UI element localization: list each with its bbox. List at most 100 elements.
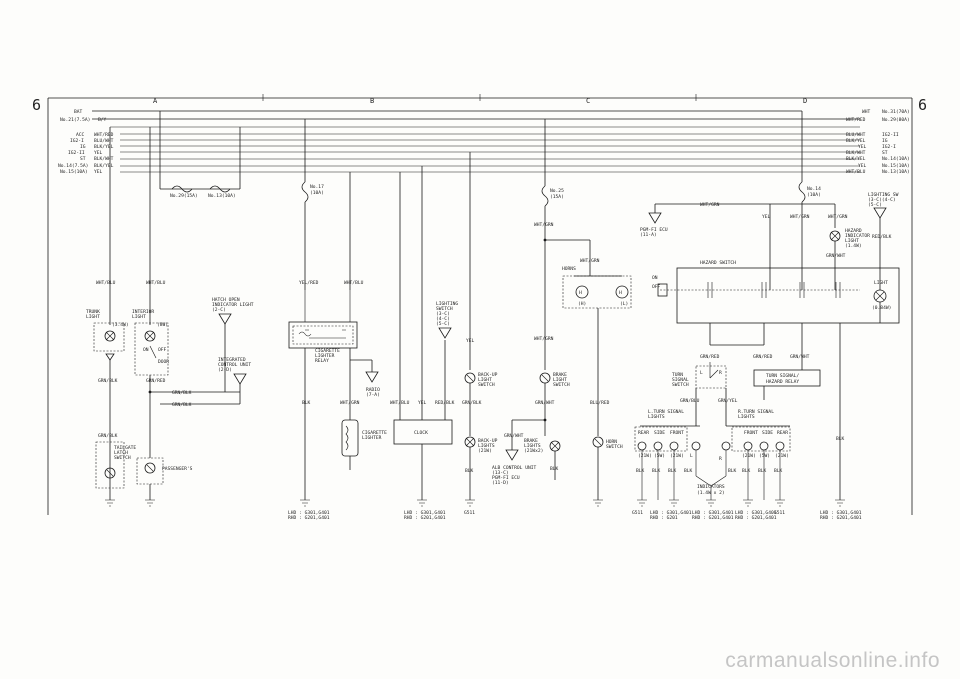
clock-box bbox=[393, 419, 453, 445]
indicators-label: INDICATORS bbox=[697, 484, 725, 490]
d-wire-grnwht: GRN/WHT bbox=[826, 253, 846, 259]
label-wire-by: B/Y bbox=[98, 117, 107, 123]
turn-signal-sw-label-2: SIGNAL bbox=[672, 377, 689, 383]
indicator-right-bulb-icon bbox=[721, 441, 731, 451]
section-c-circuits: YEL BACK-UP LIGHT SWITCH GRN/BLK BACK-UP… bbox=[462, 152, 632, 516]
section-label-a: A bbox=[153, 97, 158, 105]
right-wire-7: YEL bbox=[858, 163, 867, 169]
hazard-ind-label-3: LIGHT bbox=[845, 238, 859, 244]
label-acc-wire: WHT/RED bbox=[94, 132, 114, 138]
ground-icon bbox=[669, 499, 679, 507]
label-no15-wire: YEL bbox=[94, 169, 103, 175]
d-wire-grnred-1: GRN/RED bbox=[700, 354, 720, 360]
b-ground-lhd-1: LHD : G301,G401 bbox=[288, 510, 330, 516]
trunk-light-watt: (3.4W) bbox=[112, 322, 129, 328]
lturn-front: FRONT bbox=[670, 430, 684, 436]
pgm-ecu-label: PGM-FI ECU bbox=[492, 475, 520, 481]
d-wire-grnred-2: GRN/RED bbox=[753, 354, 773, 360]
indicator-r-label: R bbox=[719, 456, 722, 462]
c-wire-grnwht: GRN/WHT bbox=[535, 400, 555, 406]
lturn-side-watt: (5W) bbox=[654, 453, 665, 459]
ground-icon bbox=[775, 499, 785, 507]
cig-relay-label-2: LIGHTER bbox=[315, 353, 335, 359]
turn-hazard-relay-box bbox=[753, 369, 821, 387]
backup-lights-label-2: LIGHTS bbox=[478, 443, 495, 449]
label-st-wire: BLK/WHT bbox=[94, 156, 114, 162]
page-number-left: 6 bbox=[32, 96, 41, 114]
d-ground-lhd-c: LHD : G301,G401 bbox=[735, 510, 777, 516]
d-blk-3: BLK bbox=[668, 468, 677, 474]
d-wire-whtgrn: WHT/GRN bbox=[700, 202, 720, 208]
d-wire-yel: YEL bbox=[762, 214, 771, 220]
d-ground-g511-b: G511 bbox=[774, 510, 785, 516]
fuse-25-rating: (15A) bbox=[550, 194, 564, 200]
d-blk-1: BLK bbox=[636, 468, 645, 474]
label-no14-wire: BLK/YEL bbox=[94, 163, 114, 169]
turn-signal-sw-label-3: SWITCH bbox=[672, 382, 689, 388]
rturn-front: FRONT bbox=[744, 430, 758, 436]
interior-bulb-icon bbox=[144, 330, 156, 342]
right-dest-7: No.15(10A) bbox=[882, 163, 910, 169]
ground-icon bbox=[300, 499, 310, 507]
b-wire-whtgrn: WHT/GRN bbox=[340, 400, 360, 406]
radio-ref: (7-A) bbox=[366, 392, 380, 398]
backup-lights-watt: (21W) bbox=[478, 448, 492, 454]
pgmfi-ref: (11-A) bbox=[640, 232, 657, 238]
right-wire-6: BLK/YEL bbox=[846, 156, 866, 162]
passenger-label: PASSENGER'S bbox=[162, 466, 193, 472]
c-wire-grnblk: GRN/BLK bbox=[462, 400, 482, 406]
fuse-29-label: No.29(15A) bbox=[170, 193, 198, 199]
right-dest-5: ST bbox=[882, 150, 888, 156]
rturn-rear-bulb-icon bbox=[775, 441, 785, 451]
interior-switch-icon bbox=[149, 345, 157, 359]
watermark: carmanualsonline.info bbox=[725, 649, 940, 672]
b-wire-blk: BLK bbox=[302, 400, 311, 406]
alb-ref-triangle-icon bbox=[505, 449, 519, 461]
d-ground-lhd-a: LHD : G301,G401 bbox=[650, 510, 692, 516]
d-blk-5: BLK bbox=[728, 468, 737, 474]
section-d-circuits: WHT/GRN PGM-FI ECU (11-A) YEL WHT/GRN WH… bbox=[632, 192, 900, 521]
rturn-rear: REAR bbox=[777, 430, 788, 436]
d-wire-blk-right: BLK bbox=[836, 436, 845, 442]
d-ground-lhd-b: LHD : G301,G401 bbox=[692, 510, 734, 516]
b-wire-yelred: YEL/RED bbox=[299, 280, 319, 286]
label-bat: BAT bbox=[74, 109, 83, 115]
cig-lighter-label-2: LIGHTER bbox=[362, 435, 382, 441]
b-wire-whtblu: WHT/BLU bbox=[344, 280, 364, 286]
d-wire-whtgrn-2: WHT/GRN bbox=[790, 214, 810, 220]
horn-switch-label: HORN bbox=[606, 439, 617, 445]
b-wire-redblk: RED/BLK bbox=[435, 400, 455, 406]
fuse-17-rating: (10A) bbox=[310, 190, 324, 196]
lturn-rear-watt: (21W) bbox=[638, 453, 652, 459]
fuse-17-label: No.17 bbox=[310, 184, 324, 190]
backup-switch-label: BACK-UP bbox=[478, 372, 498, 378]
indicators-watt: (1.4W x 2) bbox=[697, 490, 725, 496]
icu-label: INTEGRATED bbox=[218, 357, 246, 363]
interior-light-label: INTERIOR bbox=[132, 309, 154, 315]
d-ground-rhd-a: RHD : G201 bbox=[650, 515, 678, 521]
d-wire-grnwht-2: GRN/WHT bbox=[790, 354, 810, 360]
ground-icon bbox=[706, 499, 716, 507]
fuse-25-label: No.25 bbox=[550, 188, 564, 194]
rturn-front-bulb-icon bbox=[743, 441, 753, 451]
fuse-13-icon bbox=[209, 185, 231, 193]
b-lighting-switch-ref-3: (5-C) bbox=[436, 321, 450, 327]
turn-switch-arm-icon bbox=[709, 369, 719, 379]
rturn-front-watt: (21W) bbox=[742, 453, 756, 459]
hazard-contacts bbox=[707, 282, 841, 298]
right-wire-5: BLK/WHT bbox=[846, 150, 866, 156]
d-ground-rhd-b: RHD : G201,G401 bbox=[692, 515, 734, 521]
tailgate-label: TAILGATE bbox=[114, 445, 136, 451]
rturn-lights-box bbox=[731, 426, 791, 452]
trunk-light-box bbox=[93, 322, 125, 352]
b-lighting-switch-label: LIGHTING bbox=[436, 301, 458, 307]
b-wire-whtblu-2: WHT/BLU bbox=[390, 400, 410, 406]
fuse-symbols: No.29(15A) No.13(10A) No.17 (10A) No.25 … bbox=[170, 181, 821, 207]
interior-on: ON bbox=[143, 347, 149, 353]
passenger-switch-icon bbox=[144, 462, 156, 474]
brake-lights-label: BRAKE bbox=[524, 438, 538, 444]
a-wire-grnblk-4: GRN/BLK bbox=[98, 433, 118, 439]
backup-switch-label-2: LIGHT bbox=[478, 377, 492, 383]
label-ig2a: IG2-I bbox=[70, 138, 84, 144]
lighting-sw-ref-2: (5-C) bbox=[868, 202, 882, 208]
